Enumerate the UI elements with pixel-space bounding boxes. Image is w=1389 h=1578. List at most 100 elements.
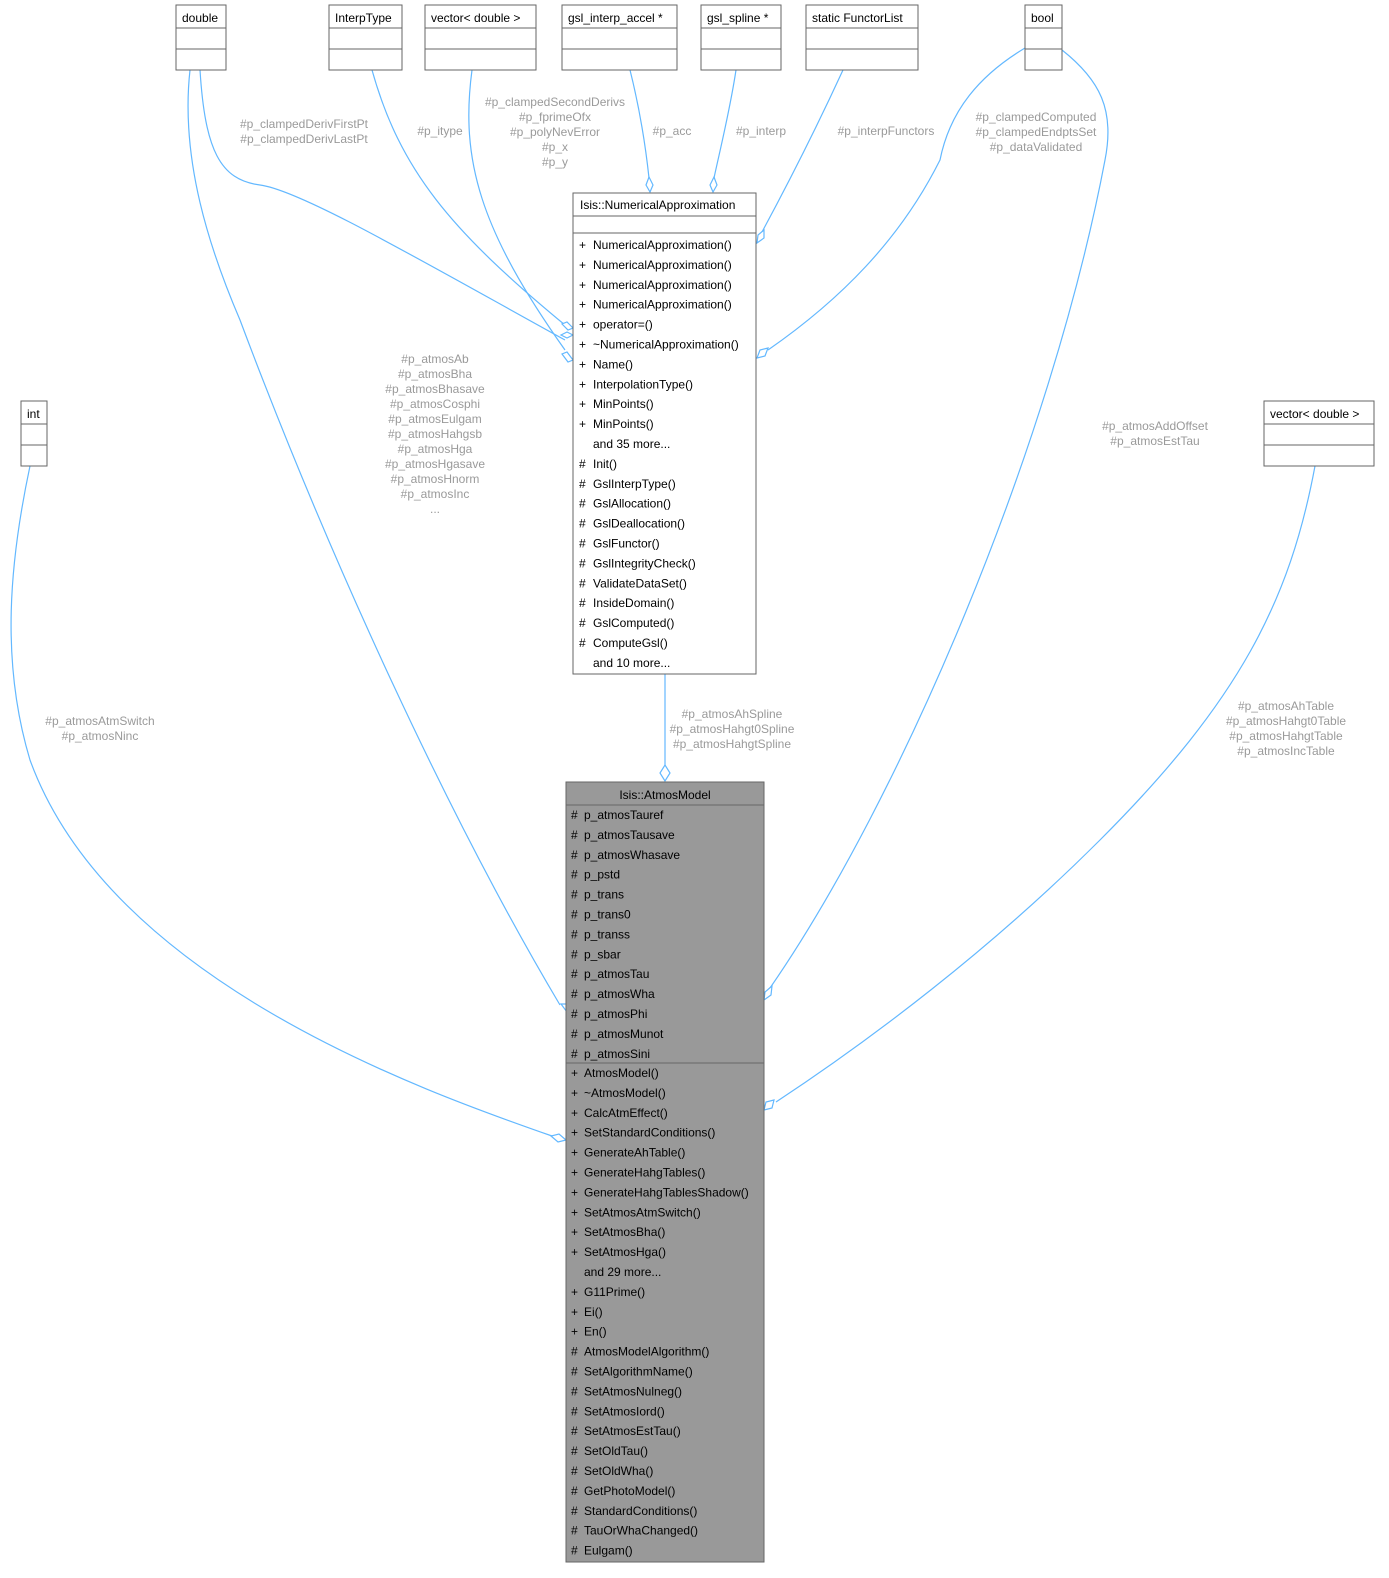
member-method[interactable]: InsideDomain()	[593, 596, 674, 610]
member-method[interactable]: NumericalApproximation()	[593, 258, 732, 272]
member-attribute[interactable]: p_atmosWha	[584, 987, 655, 1001]
class-name: vector< double >	[1270, 407, 1359, 421]
member-method[interactable]: GenerateHahgTables()	[584, 1166, 705, 1180]
member-method[interactable]: ComputeGsl()	[593, 636, 668, 650]
edge-label: #p_atmosNinc	[62, 729, 139, 743]
edge-label: #p_atmosHahgtTable	[1229, 729, 1343, 743]
member-method[interactable]: AtmosModelAlgorithm()	[584, 1345, 709, 1359]
member-visibility: +	[571, 1325, 578, 1339]
member-method[interactable]: ~NumericalApproximation()	[593, 338, 739, 352]
member-method[interactable]: NumericalApproximation()	[593, 278, 732, 292]
member-method[interactable]: GetPhotoModel()	[584, 1484, 675, 1498]
member-attribute[interactable]: p_sbar	[584, 947, 621, 961]
member-method[interactable]: ValidateDataSet()	[593, 576, 687, 590]
member-visibility: #	[571, 828, 578, 842]
member-method[interactable]: GslDeallocation()	[593, 517, 685, 531]
member-method[interactable]: NumericalApproximation()	[593, 298, 732, 312]
member-method[interactable]: NumericalApproximation()	[593, 238, 732, 252]
member-method[interactable]: SetAtmosEstTau()	[584, 1424, 681, 1438]
edge-label: #p_atmosAddOffset	[1102, 419, 1209, 433]
member-attribute[interactable]: p_atmosWhasave	[584, 848, 680, 862]
member-method[interactable]: CalcAtmEffect()	[584, 1106, 668, 1120]
node-double[interactable]: double	[175, 4, 227, 71]
node-numerical-approximation[interactable]: Isis::NumericalApproximation+NumericalAp…	[572, 192, 757, 675]
node-atmos-model[interactable]: Isis::AtmosModel#p_atmosTauref#p_atmosTa…	[565, 781, 765, 1563]
member-visibility: #	[571, 1484, 578, 1498]
member-method[interactable]: SetAtmosHga()	[584, 1245, 666, 1259]
member-visibility: +	[571, 1305, 578, 1319]
member-method[interactable]: MinPoints()	[593, 397, 654, 411]
node-int[interactable]: int	[20, 400, 48, 467]
member-method[interactable]: GslInterpType()	[593, 477, 676, 491]
edge-label: #p_x	[542, 140, 568, 154]
member-method[interactable]: StandardConditions()	[584, 1504, 697, 1518]
member-method[interactable]: Init()	[593, 457, 617, 471]
member-attribute[interactable]: p_atmosMunot	[584, 1027, 664, 1041]
member-attribute[interactable]: p_trans0	[584, 908, 631, 922]
member-attribute[interactable]: p_atmosTauref	[584, 808, 664, 822]
node-gsl-spline[interactable]: gsl_spline *	[700, 4, 782, 71]
member-visibility: +	[571, 1205, 578, 1219]
edge-label: #p_atmosAtmSwitch	[45, 714, 154, 728]
member-method[interactable]: SetAtmosIord()	[584, 1404, 665, 1418]
member-visibility: #	[571, 868, 578, 882]
member-attribute[interactable]: p_pstd	[584, 868, 620, 882]
member-attribute[interactable]: p_atmosPhi	[584, 1007, 647, 1021]
member-method[interactable]: Name()	[593, 357, 633, 371]
member-visibility: #	[571, 987, 578, 1001]
member-visibility: #	[579, 616, 586, 630]
member-method[interactable]: SetStandardConditions()	[584, 1126, 715, 1140]
member-method[interactable]: SetOldTau()	[584, 1444, 648, 1458]
member-method[interactable]: Eulgam()	[584, 1544, 633, 1558]
edge-label: #p_y	[542, 155, 568, 169]
member-method[interactable]: GslIntegrityCheck()	[593, 556, 696, 570]
class-title: Isis::AtmosModel	[619, 788, 710, 802]
member-visibility: +	[571, 1185, 578, 1199]
class-name: double	[182, 11, 218, 25]
member-attribute[interactable]: p_atmosSini	[584, 1047, 650, 1061]
member-visibility: +	[579, 357, 586, 371]
member-method[interactable]: and 10 more...	[593, 656, 670, 670]
class-box	[561, 4, 678, 71]
member-method[interactable]: MinPoints()	[593, 417, 654, 431]
node-vector-double-right[interactable]: vector< double >	[1263, 400, 1375, 467]
class-title: Isis::NumericalApproximation	[580, 198, 735, 212]
member-method[interactable]: SetAtmosBha()	[584, 1225, 665, 1239]
member-method[interactable]: GenerateAhTable()	[584, 1146, 685, 1160]
member-method[interactable]: ~AtmosModel()	[584, 1086, 666, 1100]
aggregation-diamond	[560, 321, 575, 331]
member-attribute[interactable]: p_trans	[584, 888, 624, 902]
member-attribute[interactable]: p_atmosTau	[584, 967, 649, 981]
member-method[interactable]: GslAllocation()	[593, 497, 671, 511]
node-vector-double[interactable]: vector< double >	[424, 4, 537, 71]
member-method[interactable]: En()	[584, 1325, 607, 1339]
member-visibility: #	[579, 596, 586, 610]
member-method[interactable]: and 29 more...	[584, 1265, 661, 1279]
node-bool[interactable]: bool	[1024, 4, 1063, 71]
member-method[interactable]: SetAtmosAtmSwitch()	[584, 1205, 701, 1219]
class-name: vector< double >	[431, 11, 520, 25]
member-method[interactable]: G11Prime()	[584, 1285, 645, 1299]
member-method[interactable]: AtmosModel()	[584, 1066, 659, 1080]
member-method[interactable]: GslFunctor()	[593, 537, 660, 551]
member-method[interactable]: InterpolationType()	[593, 377, 693, 391]
member-method[interactable]: operator=()	[593, 318, 653, 332]
member-method[interactable]: GslComputed()	[593, 616, 674, 630]
member-attribute[interactable]: p_transs	[584, 927, 630, 941]
member-method[interactable]: SetAtmosNulneg()	[584, 1384, 682, 1398]
member-attribute[interactable]: p_atmosTausave	[584, 828, 675, 842]
node-gsl-interp-accel[interactable]: gsl_interp_accel *	[561, 4, 678, 71]
member-method[interactable]: TauOrWhaChanged()	[584, 1524, 698, 1538]
member-method[interactable]: SetOldWha()	[584, 1464, 653, 1478]
member-method[interactable]: SetAlgorithmName()	[584, 1365, 693, 1379]
node-functorlist[interactable]: static FunctorList	[805, 4, 919, 71]
edge-label: #p_atmosBha	[398, 367, 472, 381]
member-method[interactable]: Ei()	[584, 1305, 603, 1319]
member-method[interactable]: and 35 more...	[593, 437, 670, 451]
member-visibility: +	[579, 298, 586, 312]
member-visibility: +	[571, 1086, 578, 1100]
class-box	[175, 4, 227, 71]
node-interptype[interactable]: InterpType	[328, 4, 403, 71]
member-visibility: +	[579, 238, 586, 252]
member-method[interactable]: GenerateHahgTablesShadow()	[584, 1185, 749, 1199]
